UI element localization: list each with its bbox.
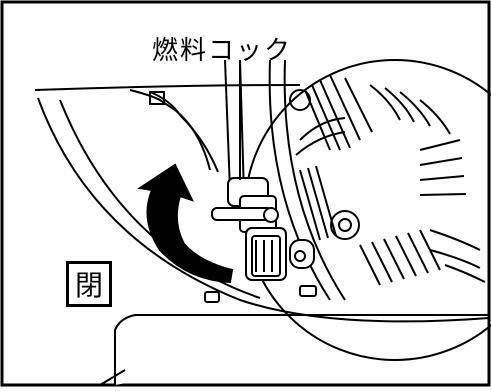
close-direction-arrow <box>137 163 234 284</box>
fuel-cock <box>211 177 315 281</box>
mount-stud <box>204 285 317 303</box>
fuel-cock-label: 燃料コック <box>152 36 293 66</box>
closed-state-text: 閉 <box>74 269 103 302</box>
closed-state-badge: 閉 <box>66 261 112 307</box>
engine-base <box>99 314 489 386</box>
cock-lever <box>211 207 273 221</box>
